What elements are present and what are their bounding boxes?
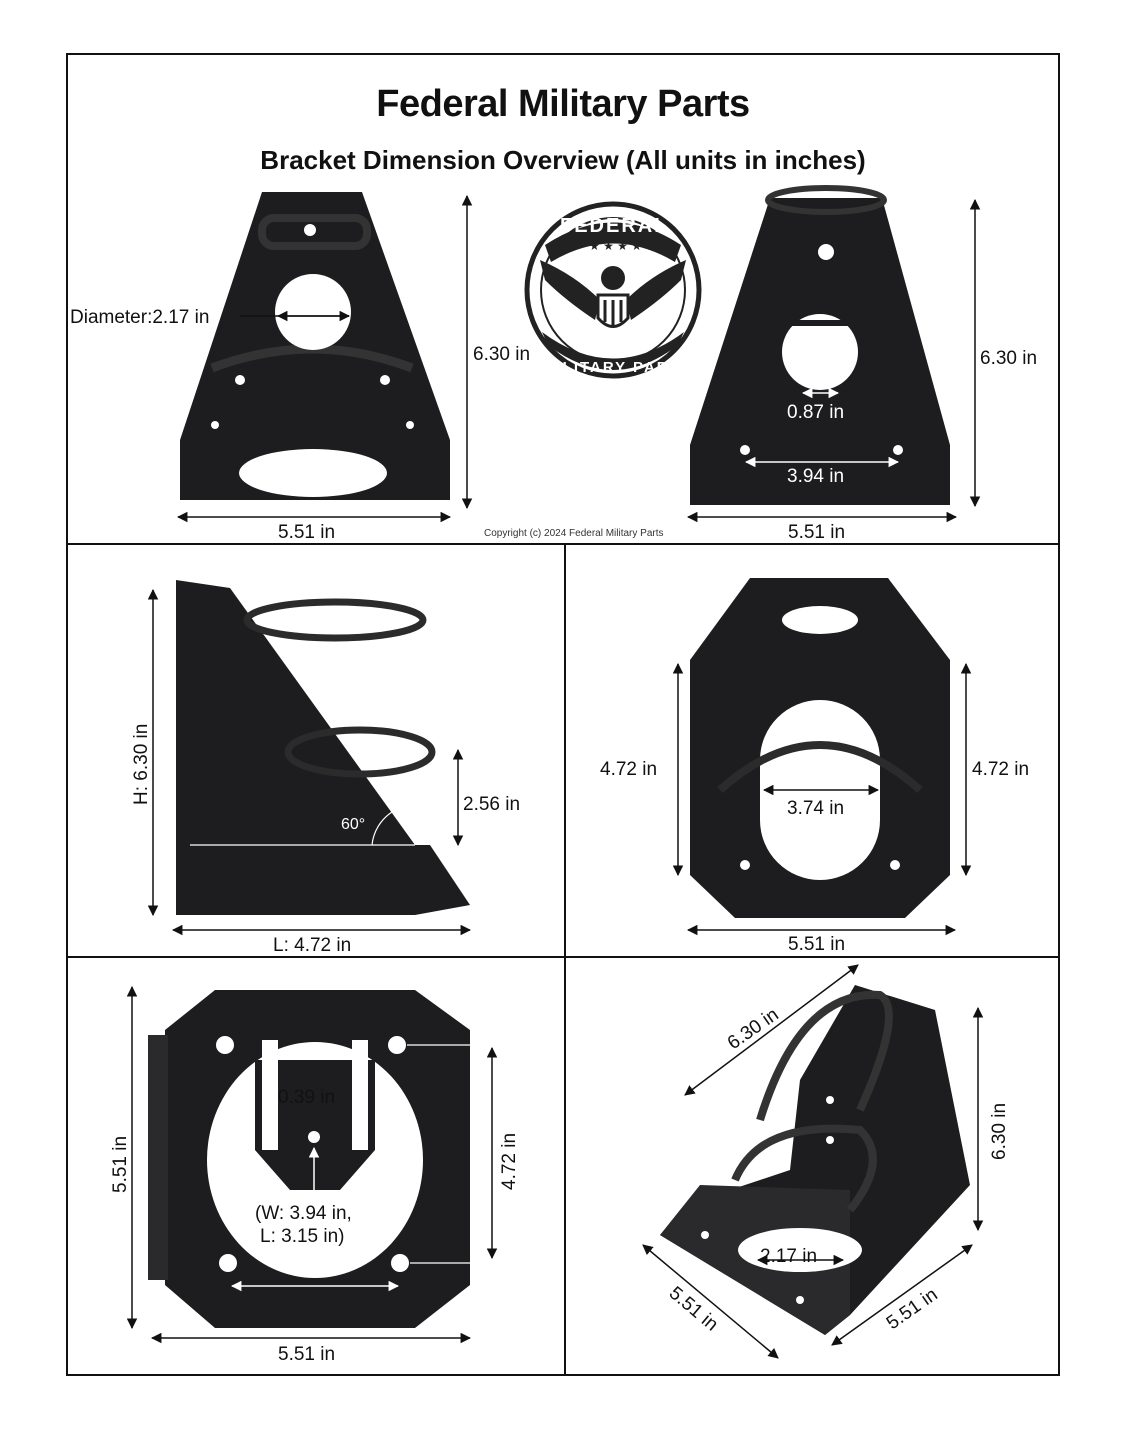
side-lower-label: 2.56 in	[463, 794, 520, 815]
front-width-label: 5.51 in	[278, 522, 335, 543]
back-height-label: 6.30 in	[980, 348, 1037, 369]
rear-left-label: 4.72 in	[600, 759, 657, 780]
back-view: 0.87 in 3.94 in 6.30 in 5.51 in	[686, 185, 1037, 543]
back-spacing-label: 3.94 in	[787, 466, 844, 487]
iso-right-label: 5.51 in	[883, 1284, 942, 1334]
bottom-view: 0.39 in (W: 3.94 in, L: 3.15 in) 5.51 in…	[110, 985, 520, 1365]
front-view: Diameter:2.17 in 6.30 in 5.51 in	[70, 192, 530, 543]
divider-vertical	[564, 543, 566, 1376]
rear-right-label: 4.72 in	[972, 759, 1029, 780]
front-diameter-label: Diameter:2.17 in	[70, 307, 209, 328]
side-view: H: 6.30 in 60° 2.56 in L: 4.72 in	[131, 580, 520, 956]
back-width-label: 5.51 in	[788, 522, 845, 543]
bottom-pattern-w-label: (W: 3.94 in,	[255, 1203, 352, 1224]
page-title: Federal Military Parts	[376, 83, 750, 125]
divider-middle	[68, 956, 1058, 958]
bottom-pattern-l-label: L: 3.15 in)	[260, 1226, 345, 1247]
side-height-label: H: 6.30 in	[131, 724, 152, 805]
back-hole-label: 0.87 in	[787, 402, 844, 423]
rear-view: 3.74 in 4.72 in 4.72 in 5.51 in	[600, 578, 1029, 955]
side-angle-label: 60°	[341, 816, 365, 833]
divider-top	[68, 543, 1058, 545]
page-subtitle: Bracket Dimension Overview (All units in…	[260, 145, 866, 175]
bottom-width-label: 5.51 in	[278, 1344, 335, 1365]
iso-ring-label: 2.17 in	[760, 1246, 817, 1267]
rear-width-label: 5.51 in	[788, 934, 845, 955]
iso-height-label: 6.30 in	[989, 1103, 1010, 1160]
logo-top-text: FEDERAL	[560, 215, 668, 237]
copyright-notice: Copyright (c) 2024 Federal Military Part…	[484, 528, 664, 539]
svg-text:★ ★ ★ ★ ★: ★ ★ ★ ★ ★	[589, 239, 656, 253]
logo-bottom-text: MILITARY PARTS	[542, 359, 693, 376]
side-length-label: L: 4.72 in	[273, 935, 351, 956]
rear-opening-label: 3.74 in	[787, 798, 844, 819]
dimension-sheet: Federal Military Parts Bracket Dimension…	[66, 53, 1060, 1376]
iso-left-label: 5.51 in	[665, 1283, 722, 1336]
brand-logo: FEDERAL ★ ★ ★ ★ ★ MILITARY PARTS	[524, 201, 702, 379]
bottom-hole-label: 0.39 in	[278, 1087, 335, 1108]
front-height-label: 6.30 in	[473, 344, 530, 365]
bottom-inner-label: 4.72 in	[499, 1133, 520, 1190]
isometric-view: 6.30 in 6.30 in 2.17 in 5.51 in 5.51 in	[642, 964, 1010, 1359]
eagle-shield-icon: ★ ★ ★ ★ ★	[540, 239, 686, 328]
bottom-height-label: 5.51 in	[110, 1136, 131, 1193]
